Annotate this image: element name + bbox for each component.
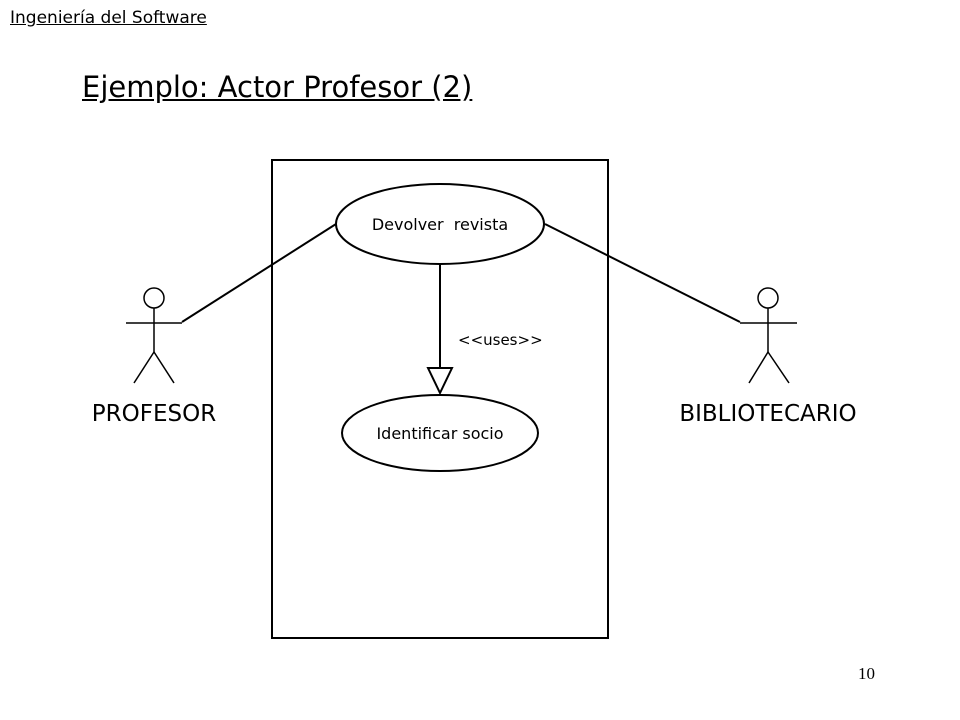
course-title: Ingeniería del Software (10, 8, 207, 28)
association-bibliotecario-devolver (544, 223, 741, 323)
use-case-label: Devolver revista (372, 215, 508, 234)
actor-bibliotecario: BIBLIOTECARIO (679, 287, 857, 427)
association-profesor-devolver (181, 223, 337, 323)
use-case-label: Identificar socio (376, 424, 503, 443)
slide-title: Ejemplo: Actor Profesor (2) (82, 70, 473, 104)
use-case-identificar-socio: Identificar socio (341, 394, 539, 472)
system-boundary (271, 159, 609, 639)
uses-stereotype-label: <<uses>> (458, 331, 543, 349)
page-number: 10 (858, 664, 875, 683)
actor-profesor: PROFESOR (92, 287, 216, 427)
actor-head (143, 287, 165, 309)
uses-relationship-arrowhead (426, 367, 454, 396)
actor-head (757, 287, 779, 309)
actor-label: PROFESOR (92, 401, 216, 427)
actor-label: BIBLIOTECARIO (679, 401, 856, 427)
use-case-devolver-revista: Devolver revista (335, 183, 545, 265)
